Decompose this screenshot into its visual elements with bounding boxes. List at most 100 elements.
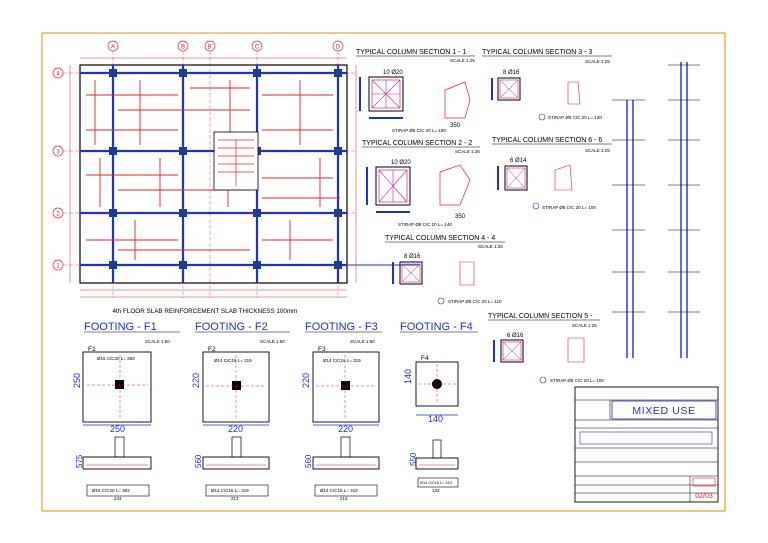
grid-letter-b-prime: B'	[207, 45, 212, 51]
grid-bubbles-letters: A B B' C D	[107, 40, 344, 52]
section-2-column	[375, 166, 411, 206]
footing-f2-title: FOOTING - F2	[195, 321, 268, 333]
sheet-border	[41, 32, 726, 512]
footing-f4-title: FOOTING - F4	[400, 321, 473, 333]
sheet-number: 02/03	[695, 493, 713, 500]
footing-f3-tag: F3	[318, 346, 326, 353]
plan-dimension-lines	[69, 57, 357, 298]
footing-f4-base: 133	[432, 488, 440, 493]
footing-f2-scale: SCALE 1:50	[260, 339, 285, 344]
footing-f2-base: 213	[231, 496, 239, 501]
footing-f3-bar-schedule: Ø14 C/C16 L= 319	[320, 488, 358, 493]
grid-letter-b: B	[181, 45, 185, 51]
footing-f3-plan-dim: 220	[301, 373, 311, 388]
section-1-title: TYPICAL COLUMN SECTION 1 - 1	[356, 49, 466, 56]
footing-f2-width: 220	[228, 424, 243, 434]
section-3-title: TYPICAL COLUMN SECTION 3 - 3	[482, 49, 592, 56]
section-5-column	[500, 339, 524, 363]
footing-f1-plan-rebar: Ø16 C/C20 L= 383	[97, 356, 135, 361]
stair-opening	[213, 131, 259, 191]
section-1-stirrup-shape	[444, 81, 471, 119]
footing-f4-plan	[415, 361, 459, 407]
grid-letter-c: C	[255, 45, 260, 51]
footing-f4-pedestal	[432, 439, 442, 459]
section-1-scale: SCALE 1:25	[450, 58, 475, 63]
section-4-bars: 8 Ø16	[404, 254, 421, 260]
beams	[80, 65, 347, 283]
section-3-stirrup: STIRAP Ø8 C/C 20 L= 130	[548, 115, 602, 120]
section-4-column	[399, 261, 423, 285]
footing-f2-tag: F2	[208, 346, 216, 353]
grid-number-2: 2	[56, 212, 60, 218]
section-2-dim: 350	[455, 214, 466, 220]
footing-f3-plan-rebar: Ø14 C/C16 L= 319	[323, 358, 361, 363]
footing-f4-plan-dim: 140	[403, 369, 413, 384]
footing-f1-tag: F1	[88, 346, 96, 353]
grid-letter-d: D	[336, 45, 341, 51]
footing-f2-section	[202, 456, 270, 470]
section-1-bars: 10 Ø20	[383, 70, 403, 76]
section-6-stirrup-shape	[554, 164, 573, 191]
section-6-bars: 6 Ø14	[510, 158, 527, 164]
footing-f2-bar-schedule: Ø14 C/C16 L= 319	[211, 488, 249, 493]
section-5-title: TYPICAL COLUMN SECTION 5 -	[488, 313, 593, 320]
section-6-column	[504, 165, 528, 191]
footing-f1-title: FOOTING - F1	[84, 321, 157, 333]
footing-f3-depth: 560	[304, 454, 313, 468]
footing-f3-column	[341, 381, 350, 390]
plan-columns	[109, 69, 342, 269]
section-3-scale: SCALE 1:25	[585, 59, 610, 64]
section-3-stirrup-shape	[567, 81, 581, 105]
section-1-dim: 350	[450, 123, 461, 129]
section-6-title: TYPICAL COLUMN SECTION 6 - 6	[492, 137, 602, 144]
section-6-stirrup: STIRAP Ø8 C/C 20 L= 100	[542, 205, 596, 210]
footing-f2-plan	[202, 351, 270, 423]
plan-title: 4th FLOOR SLAB REINFORCEMENT SLAB THICKN…	[113, 308, 298, 315]
grid-number-4: 4	[56, 72, 60, 78]
footing-f1-column	[115, 380, 124, 389]
footing-f3-title: FOOTING - F3	[305, 321, 378, 333]
footing-f3-width: 220	[338, 424, 353, 434]
project-name: MIXED USE	[632, 405, 695, 417]
column-schedule-elevation	[612, 62, 700, 358]
footing-f4-depth: 550	[409, 452, 418, 466]
section-1-column	[368, 76, 404, 112]
slab-outline	[79, 64, 348, 284]
section-6-scale: SCALE 1:25	[585, 148, 610, 153]
footing-f1-plan-dim: 250	[72, 373, 82, 388]
section-2-bars: 10 Ø20	[391, 160, 411, 166]
footing-f3-plan	[312, 351, 380, 423]
footing-f1-depth: 575	[75, 454, 84, 468]
footing-f2-column	[232, 381, 241, 390]
section-3-bars: 8 Ø16	[503, 70, 520, 76]
footing-f2-depth: 560	[194, 454, 203, 468]
section-5-stirrup: STIRAP Ø8 C/C 20 L= 100	[550, 378, 604, 383]
footing-f4-section	[415, 457, 459, 470]
grid-number-1: 1	[56, 264, 60, 270]
footing-f4-bar-schedule: Ø14 C/C16 L= 319	[420, 481, 452, 485]
footing-f3-scale: SCALE 1:50	[350, 339, 375, 344]
footing-f1-width: 250	[110, 424, 125, 434]
column-sections: TYPICAL COLUMN SECTION 1 - 1 SCALE 1:25 …	[356, 49, 612, 384]
section-1-stirrup: STIRAP Ø8 C/C 20 L= 180	[392, 128, 446, 133]
section-2-stirrup: STIRAP Ø8 C/C 20 L= 140	[398, 222, 452, 227]
footing-f3-base: 213	[340, 496, 348, 501]
project-name-box	[611, 400, 717, 420]
footing-f1-plan	[82, 351, 152, 423]
section-2-scale: SCALE 1:25	[455, 149, 480, 154]
section-2-title: TYPICAL COLUMN SECTION 2 - 2	[362, 140, 472, 147]
footing-f4-width: 140	[428, 414, 443, 424]
section-4-title: TYPICAL COLUMN SECTION 4 - 4	[385, 235, 495, 242]
section-5-stirrup-shape	[567, 337, 585, 363]
section-4-scale: SCALE 1:25	[478, 244, 503, 249]
section-3-column	[497, 77, 521, 101]
footing-f2-pedestal	[231, 436, 242, 458]
slab-rebars	[86, 80, 340, 260]
section-4-stirrup-shape	[459, 261, 475, 286]
title-block: MIXED USE 02/03	[574, 386, 719, 503]
footing-f1-base: 243	[114, 496, 122, 501]
section-5-bars: 6 Ø16	[507, 333, 524, 339]
footing-details: FOOTING - F1 SCALE 1:50 F1 Ø16 C/C20 L= …	[72, 321, 478, 501]
footing-f2-plan-dim: 220	[191, 373, 201, 388]
